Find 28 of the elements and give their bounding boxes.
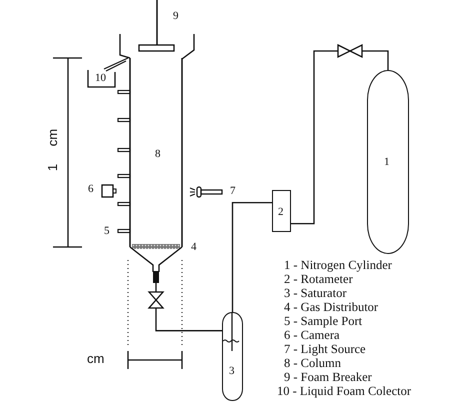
key-entry: 7 - Light Source bbox=[284, 342, 366, 356]
part-number: 5 bbox=[104, 225, 110, 237]
key-entry: 6 - Camera bbox=[284, 328, 340, 342]
key-entry: 2 - Rotameter bbox=[284, 272, 353, 286]
key-entry: 4 - Gas Distributor bbox=[284, 300, 378, 314]
key-entry: 8 - Column bbox=[284, 356, 341, 370]
key-entry: 3 - Saturator bbox=[284, 286, 346, 300]
scale-label: cm bbox=[87, 353, 104, 365]
part-number: 2 bbox=[278, 206, 284, 218]
pipe bbox=[232, 202, 272, 312]
part-number: 10 bbox=[95, 72, 106, 84]
part-number: 7 bbox=[230, 185, 236, 197]
part-number: 3 bbox=[229, 365, 234, 377]
part-number: 8 bbox=[155, 148, 160, 160]
key-entry: 9 - Foam Breaker bbox=[284, 370, 372, 384]
part-number: 1 bbox=[384, 156, 390, 168]
gas-cylinder bbox=[367, 70, 409, 254]
scale-label: 1 cm bbox=[47, 128, 60, 172]
part-number: 6 bbox=[88, 183, 94, 195]
pipe bbox=[155, 283, 222, 332]
pipe bbox=[291, 50, 389, 224]
rotameter-box bbox=[272, 190, 291, 232]
key-entry: 10 - Liquid Foam Colector bbox=[277, 384, 412, 398]
part-number: 9 bbox=[173, 10, 178, 22]
key-entry: 1 - Nitrogen Cylinder bbox=[284, 258, 392, 272]
saturator-tube bbox=[222, 312, 243, 401]
key-entry: 5 - Sample Port bbox=[284, 314, 362, 328]
part-number: 4 bbox=[191, 241, 196, 253]
